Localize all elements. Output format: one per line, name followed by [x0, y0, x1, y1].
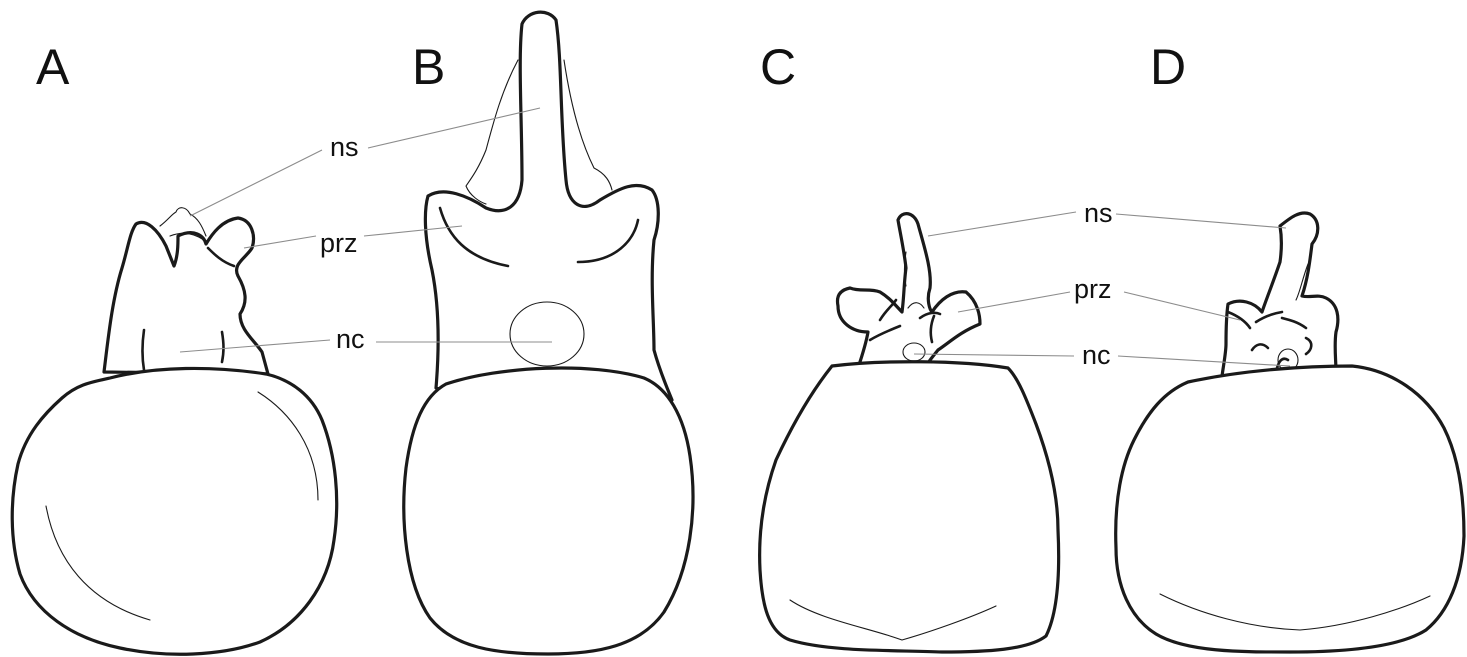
- label-nc-right: nc: [1082, 340, 1111, 370]
- panel-letter-b: B: [412, 39, 445, 95]
- label-prz-left: prz: [320, 228, 358, 258]
- label-prz-right: prz: [1074, 274, 1112, 304]
- leader-nc-c: [914, 354, 1074, 356]
- vertebra-a: [12, 208, 336, 655]
- leader-ns-b: [368, 108, 540, 148]
- label-ns-right: ns: [1084, 198, 1113, 228]
- vertebra-c: [760, 214, 1059, 652]
- vertebra-d-arch: [1222, 213, 1338, 376]
- leader-ns-c: [928, 212, 1076, 236]
- vertebra-b-centrum: [404, 368, 693, 654]
- vertebra-b-prz-right: [564, 60, 612, 190]
- leader-prz-d: [1124, 292, 1240, 320]
- vertebra-a-arch: [104, 218, 268, 374]
- label-ns-left: ns: [330, 132, 359, 162]
- vertebra-b: [404, 12, 693, 654]
- panel-letter-c: C: [760, 39, 796, 95]
- label-nc-left: nc: [336, 324, 365, 354]
- vertebra-b-prz-left: [466, 60, 518, 204]
- leader-ns-a: [190, 150, 322, 216]
- vertebra-a-centrum: [12, 368, 336, 654]
- vertebra-d: [1116, 213, 1464, 652]
- panel-letter-d: D: [1150, 39, 1186, 95]
- leader-ns-d: [1116, 214, 1286, 228]
- vertebra-d-centrum: [1116, 366, 1464, 652]
- vertebra-c-arch: [838, 214, 981, 370]
- panel-letter-a: A: [36, 39, 70, 95]
